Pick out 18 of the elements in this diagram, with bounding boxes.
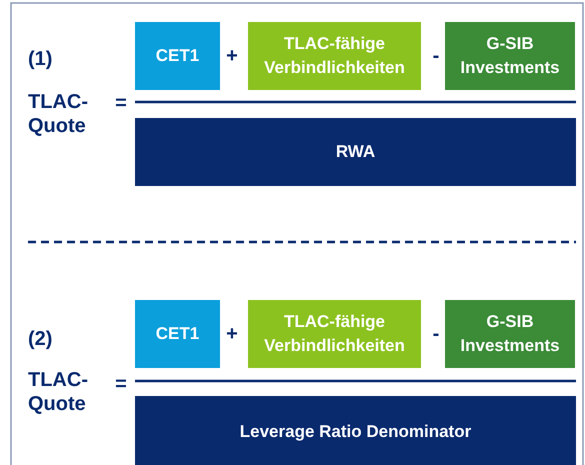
- denominator-box: RWA: [135, 118, 576, 186]
- term-box: G-SIB Investments: [445, 22, 575, 90]
- ratio-name: TLAC-Quote: [28, 90, 89, 138]
- minus-sign: -: [432, 44, 440, 68]
- formula-number: (2): [28, 327, 54, 351]
- plus-sign: +: [225, 44, 239, 68]
- term-box: CET1: [135, 22, 220, 90]
- equals-sign: =: [114, 372, 128, 396]
- minus-sign: -: [432, 322, 440, 346]
- denominator-box: Leverage Ratio Denominator: [135, 396, 576, 465]
- term-box: TLAC-fähige Verbindlichkeiten: [248, 300, 421, 368]
- ratio-name: TLAC-Quote: [28, 368, 89, 416]
- equals-sign: =: [114, 91, 128, 115]
- formula-number: (1): [28, 47, 54, 71]
- term-box: G-SIB Investments: [445, 300, 575, 368]
- term-box: TLAC-fähige Verbindlichkeiten: [248, 22, 421, 90]
- term-box: CET1: [135, 300, 220, 368]
- plus-sign: +: [225, 322, 239, 346]
